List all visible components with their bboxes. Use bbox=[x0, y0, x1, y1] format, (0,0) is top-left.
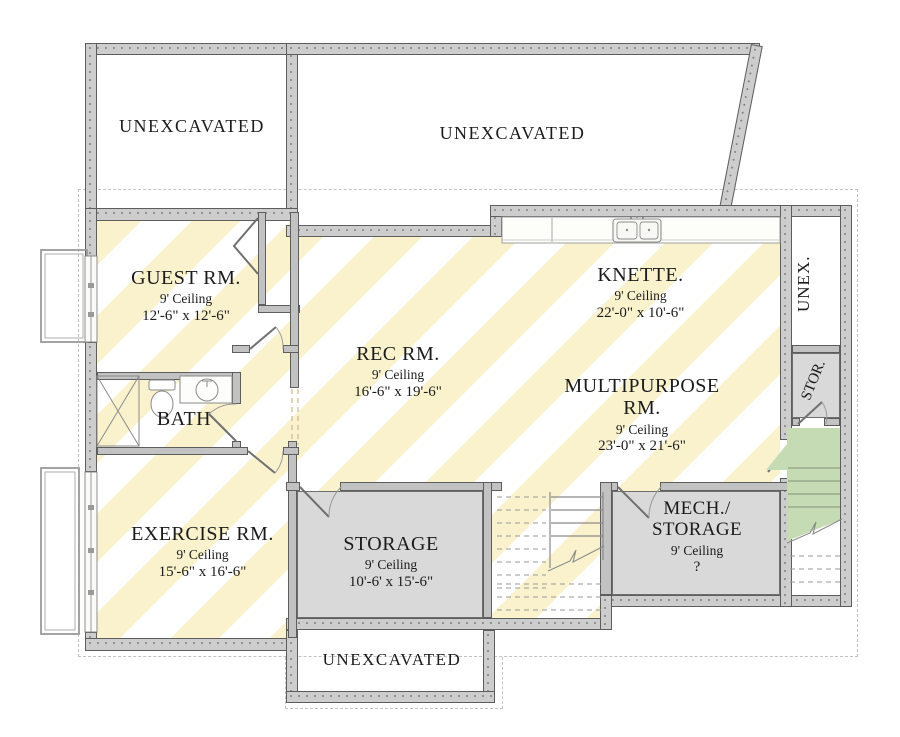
footing-outline bbox=[78, 189, 858, 657]
foundation-wall bbox=[286, 225, 502, 237]
multipurpose-room-label: MULTIPURPOSE RM. 9' Ceiling 23'-0" x 21'… bbox=[536, 375, 748, 455]
foundation-wall bbox=[490, 205, 852, 217]
room-ceiling: 9' Ceiling bbox=[176, 547, 229, 563]
room-dims: 15'-6" x 16'-6" bbox=[158, 563, 247, 580]
room-ceiling: 9' Ceiling bbox=[615, 421, 669, 437]
footing-outline-bottom bbox=[285, 657, 503, 709]
interior-wall bbox=[286, 482, 300, 491]
foundation-wall bbox=[85, 208, 97, 258]
room-name: GUEST RM. bbox=[131, 267, 241, 289]
foundation-wall bbox=[600, 595, 612, 630]
room-name: STORAGE bbox=[651, 519, 743, 541]
mech-storage-room-label: MECH./ STORAGE 9' Ceiling ? bbox=[616, 498, 778, 575]
foundation-wall-slanted bbox=[718, 44, 763, 214]
floor-patch bbox=[298, 630, 612, 639]
room-dims: 12'-6" x 12'-6" bbox=[142, 307, 230, 324]
interior-wall bbox=[232, 345, 250, 353]
room-name: REC RM. bbox=[356, 343, 440, 365]
interior-wall bbox=[340, 482, 502, 491]
knette-label: KNETTE. 9' Ceiling 22'-0" x 10'-6" bbox=[538, 264, 743, 321]
foundation-wall bbox=[85, 208, 298, 221]
foundation-wall bbox=[286, 691, 495, 703]
foundation-wall bbox=[840, 205, 852, 607]
floor-patch bbox=[612, 607, 780, 638]
foundation-wall bbox=[286, 43, 760, 55]
interior-wall bbox=[792, 345, 840, 353]
foundation-wall bbox=[286, 618, 612, 630]
room-name: STORAGE bbox=[343, 533, 439, 555]
room-dims: 22'-0" x 10'-6" bbox=[596, 304, 685, 321]
interior-wall bbox=[600, 482, 612, 595]
room-ceiling: 9' Ceiling bbox=[364, 557, 418, 573]
interior-wall bbox=[283, 447, 299, 455]
room-dims: ? bbox=[693, 558, 701, 575]
room-ceiling: 9' Ceiling bbox=[670, 542, 724, 558]
room-name: KNETTE. bbox=[597, 264, 684, 286]
room-ceiling: 9' Ceiling bbox=[371, 367, 425, 383]
unexcavated-top-middle-label: UNEXCAVATED bbox=[439, 123, 586, 143]
storage-room-label: STORAGE 9' Ceiling 10'-6' x 15'-6" bbox=[297, 533, 485, 590]
foundation-wall bbox=[85, 342, 97, 472]
interior-wall bbox=[660, 482, 792, 491]
unex-side-label: UNEX. bbox=[794, 255, 813, 313]
room-name: EXERCISE RM. bbox=[131, 523, 274, 545]
interior-wall bbox=[792, 418, 800, 426]
room-dims: 10'-6' x 15'-6" bbox=[348, 573, 434, 590]
room-name: RM. bbox=[623, 397, 661, 420]
room-name: MULTIPURPOSE bbox=[564, 375, 720, 397]
room-ceiling: 9' Ceiling bbox=[614, 288, 667, 304]
foundation-wall bbox=[85, 638, 298, 651]
room-ceiling: 9' Ceiling bbox=[159, 291, 213, 307]
interior-wall bbox=[97, 447, 248, 455]
room-name: MECH./ bbox=[663, 498, 731, 519]
interior-wall bbox=[97, 372, 235, 380]
interior-wall bbox=[824, 418, 840, 426]
unexcavated-bottom-label: UNEXCAVATED bbox=[322, 650, 462, 669]
rec-room-label: REC RM. 9' Ceiling 16'-6" x 19'-6" bbox=[300, 343, 496, 400]
foundation-wall bbox=[600, 595, 852, 607]
foundation-wall bbox=[780, 478, 792, 607]
interior-wall bbox=[232, 372, 241, 404]
interior-wall bbox=[258, 305, 300, 313]
floor-patch bbox=[298, 217, 490, 226]
exercise-room-label: EXERCISE RM. 9' Ceiling 15'-6" x 16'-6" bbox=[100, 523, 305, 580]
bath-label: BATH bbox=[156, 408, 212, 430]
interior-wall bbox=[290, 212, 299, 388]
room-dims: 23'-0" x 21'-6" bbox=[598, 437, 686, 454]
interior-wall bbox=[483, 482, 492, 618]
interior-wall bbox=[283, 345, 299, 353]
guest-room-label: GUEST RM. 9' Ceiling 12'-6" x 12'-6" bbox=[86, 267, 286, 324]
unexcavated-top-left-label: UNEXCAVATED bbox=[119, 116, 265, 136]
room-dims: 16'-6" x 19'-6" bbox=[354, 383, 442, 400]
foundation-wall bbox=[780, 205, 792, 440]
foundation-wall bbox=[85, 43, 298, 55]
